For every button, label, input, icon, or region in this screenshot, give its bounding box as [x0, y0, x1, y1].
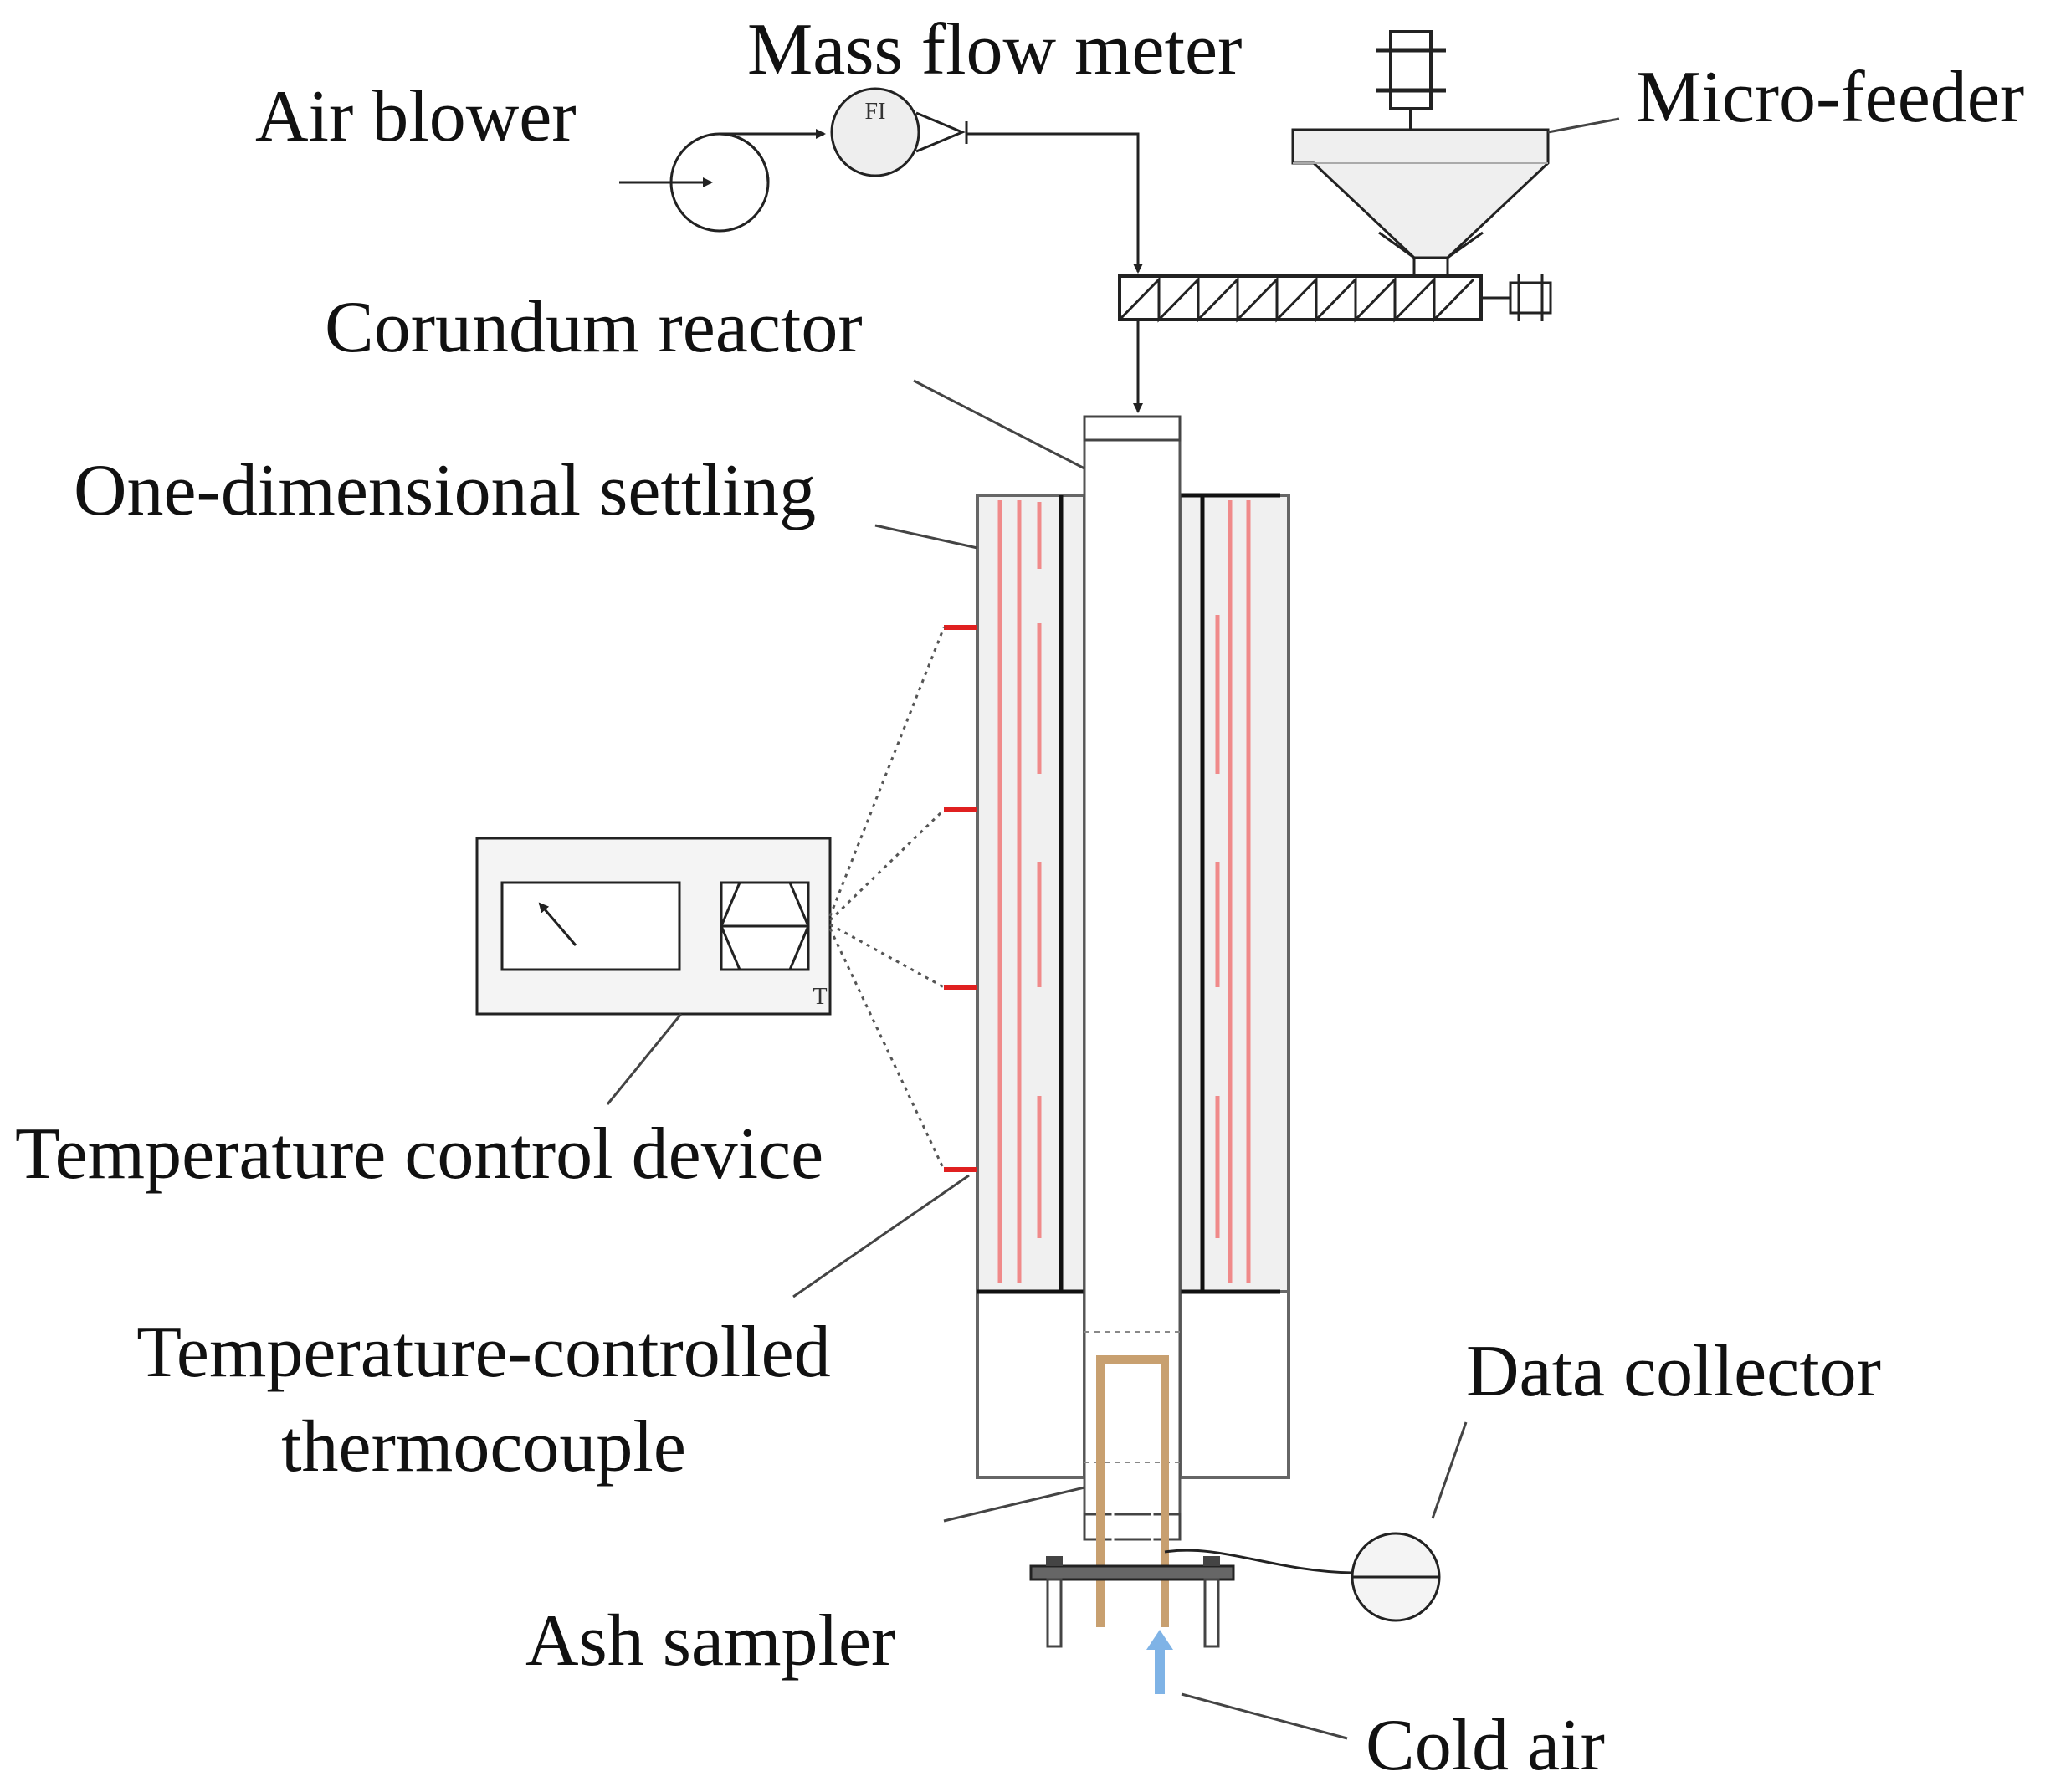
label-micro-feeder: Micro-feeder	[1636, 57, 2024, 138]
data-collector	[1164, 1532, 1441, 1622]
thermocouple-wires	[828, 627, 946, 1170]
label-air-blower: Air blower	[255, 76, 577, 157]
micro-feeder	[1118, 30, 1620, 413]
label-thermocouple-line2: thermocouple	[281, 1406, 686, 1487]
furnace-left-wall	[976, 494, 1086, 1479]
thermocouple-marks	[944, 625, 977, 1172]
temperature-control-device: T	[475, 837, 832, 1016]
cold-air-arrow	[1146, 1630, 1173, 1694]
mass-flow-meter: FI	[830, 87, 1143, 274]
label-cold-air: Cold air	[1366, 1705, 1605, 1786]
label-thermocouple-line1: Temperature-controlled	[136, 1312, 830, 1393]
ash-sampler	[1029, 1355, 1235, 1648]
label-one-dimensional-settling: One-dimensional settling	[74, 450, 816, 531]
leader-lines	[606, 379, 1468, 1740]
label-corundum-reactor: Corundum reactor	[325, 287, 863, 368]
air-blower	[619, 129, 826, 233]
label-ash-sampler: Ash sampler	[525, 1600, 895, 1682]
furnace-right-wall	[1178, 493, 1290, 1479]
heating-elements	[997, 500, 1251, 1283]
controller-tag: T	[813, 984, 827, 1010]
label-temperature-control-device: Temperature control device	[15, 1114, 823, 1195]
flow-meter-tag: FI	[865, 99, 886, 125]
label-data-collector: Data collector	[1466, 1331, 1881, 1412]
label-mass-flow-meter: Mass flow meter	[747, 9, 1242, 90]
